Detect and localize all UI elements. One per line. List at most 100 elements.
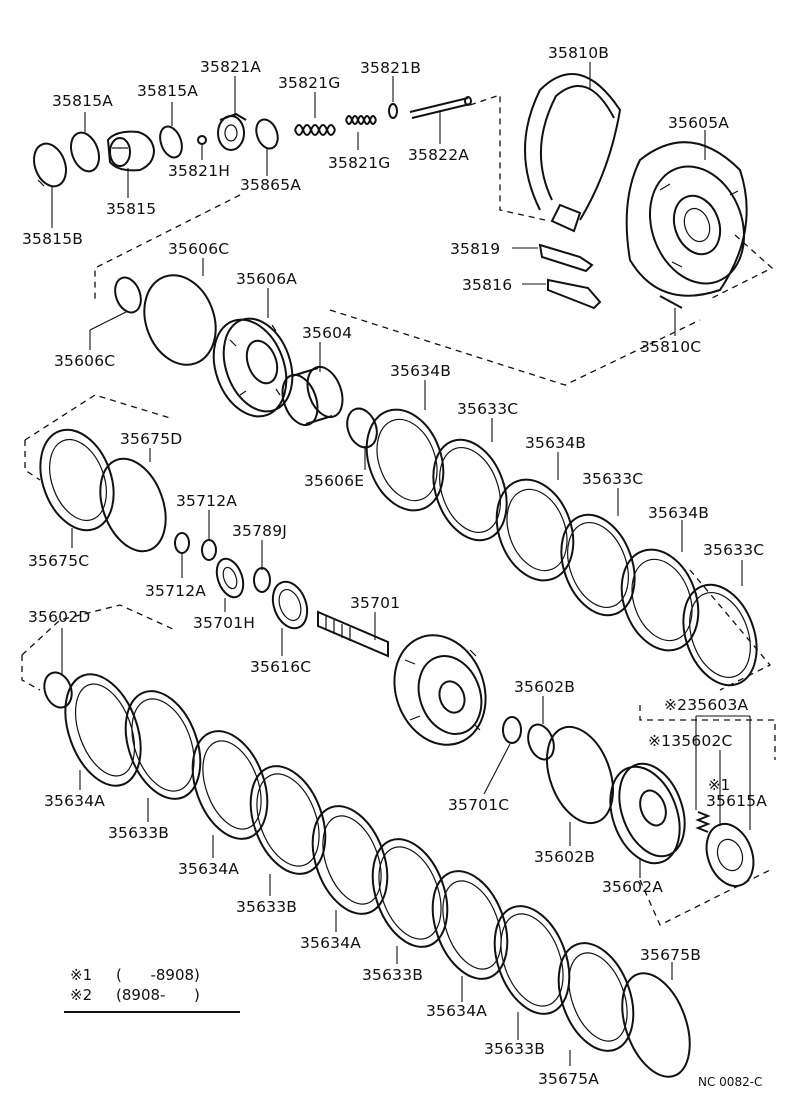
group-outline-clutch-c3-lower	[329, 309, 701, 386]
strut-35819	[538, 243, 594, 273]
clutch-disc-35633C-2	[560, 513, 636, 617]
clutch-plate-35634A-1	[64, 673, 142, 787]
label-35810B: 35810B	[548, 44, 609, 62]
group-outline-drum	[711, 234, 774, 299]
label-35615A-mark: ※1	[708, 776, 730, 794]
clutch-plate-35634A-4	[431, 870, 509, 980]
clutch-disc-35633C-3	[682, 583, 758, 687]
piston-35821A	[217, 112, 247, 151]
label-35634B-2: 35634B	[525, 434, 586, 452]
label-35633B-1: 35633B	[108, 824, 169, 842]
label-35712A-bottom: 35712A	[145, 582, 206, 600]
oring-35865A	[255, 118, 279, 150]
flange-35675C	[39, 428, 115, 532]
snap-ring-35815B	[33, 142, 67, 188]
label-35615A: 35615A	[706, 792, 767, 810]
label-35602D: 35602D	[28, 608, 90, 626]
label-35675D: 35675D	[120, 430, 182, 448]
label-35606E: 35606E	[304, 472, 364, 490]
snap-ring-35606E	[346, 407, 378, 449]
clutch-plate-35634B-3	[620, 548, 700, 652]
clutch-plate-35634B-2	[495, 478, 575, 582]
clutch-plate-35634B-1	[365, 408, 445, 512]
washer-35821B	[388, 103, 398, 119]
label-35821G-top: 35821G	[278, 74, 341, 92]
label-35815A-left: 35815A	[52, 92, 113, 110]
ball-35821H	[197, 135, 207, 145]
label-35634A-2: 35634A	[178, 860, 239, 878]
label-35602A: 35602A	[602, 878, 663, 896]
group-outline-brake-band	[469, 94, 546, 221]
group-outline-clutch-c2	[24, 394, 171, 441]
label-35675C: 35675C	[28, 552, 89, 570]
label-35789J: 35789J	[232, 522, 287, 540]
group-outline-clutch-c2-lower	[24, 440, 41, 481]
label-35603A: ※235603A	[664, 696, 749, 714]
clutch-disc-35633B-1	[124, 690, 202, 800]
oring-35606C-large	[143, 274, 217, 366]
note1-mark: ※1	[70, 966, 92, 984]
flange-35675A	[557, 942, 635, 1052]
group-outline-brake-pack	[689, 569, 772, 691]
footnotes: ※1 ( -8908) ※2 (8908- )	[64, 966, 240, 1013]
label-35810C: 35810C	[640, 338, 701, 356]
clutch-disc-35633B-4	[493, 905, 571, 1015]
label-35819: 35819	[450, 240, 500, 258]
label-35634B-1: 35634B	[390, 362, 451, 380]
leader-lines	[51, 62, 751, 1066]
oring-35606C-small	[114, 276, 142, 314]
label-35701: 35701	[350, 594, 400, 612]
note2-text: (8908- )	[116, 986, 200, 1004]
clutch-plate-35634A-2	[191, 730, 269, 840]
label-35633C-3: 35633C	[703, 541, 764, 559]
label-35701H: 35701H	[193, 614, 255, 632]
clutch-disc-35633B-3	[371, 838, 449, 948]
race-35701C	[502, 716, 522, 744]
group-outline-clutch-c1-top	[21, 604, 176, 656]
plug-35815	[106, 130, 156, 172]
label-35701C: 35701C	[448, 796, 509, 814]
label-35815A-right: 35815A	[137, 82, 198, 100]
label-35675A: 35675A	[538, 1070, 599, 1088]
label-35816: 35816	[462, 276, 512, 294]
label-35675B: 35675B	[640, 946, 701, 964]
piston-35602A	[609, 762, 686, 865]
label-35602B-top: 35602B	[514, 678, 575, 696]
spring-retainer-35604	[281, 365, 344, 427]
clutch-disc-35633C-1	[432, 438, 508, 542]
race-35789J	[253, 567, 271, 593]
label-35602C: ※135602C	[648, 732, 733, 750]
label-35634A-4: 35634A	[426, 1002, 487, 1020]
label-35616C: 35616C	[250, 658, 311, 676]
spring-35602C	[695, 811, 711, 833]
snap-ring-35675B	[621, 972, 691, 1078]
group-outline-piston	[639, 705, 776, 760]
snap-ring-35675D	[99, 457, 167, 553]
label-35602B-bottom: 35602B	[534, 848, 595, 866]
label-35633B-4: 35633B	[484, 1040, 545, 1058]
label-35633C-2: 35633C	[582, 470, 643, 488]
label-35634A-1: 35634A	[44, 792, 105, 810]
drum-35605A	[625, 141, 748, 297]
label-35821A: 35821A	[200, 58, 261, 76]
clutch-plate-35634A-3	[311, 805, 389, 915]
label-35633C-1: 35633C	[457, 400, 518, 418]
race-35712A-left	[174, 532, 190, 554]
label-35822A: 35822A	[408, 146, 469, 164]
input-shaft-35701	[317, 610, 487, 746]
label-35821B: 35821B	[360, 59, 421, 77]
oring-35602B-large	[546, 725, 614, 825]
label-35865A: 35865A	[240, 176, 301, 194]
label-35605A: 35605A	[668, 114, 729, 132]
label-35821H: 35821H	[168, 162, 230, 180]
clutch-disc-35633B-2	[249, 765, 327, 875]
label-35712A-top: 35712A	[176, 492, 237, 510]
thrust-washer-35616C	[271, 580, 309, 630]
piston-35606A	[212, 317, 294, 418]
group-outline-clutch-c1	[21, 655, 41, 691]
oring-35602B-small	[527, 723, 555, 761]
label-35606C-left: 35606C	[54, 352, 115, 370]
label-35634A-3: 35634A	[300, 934, 361, 952]
spring-35821G-large	[294, 124, 336, 136]
